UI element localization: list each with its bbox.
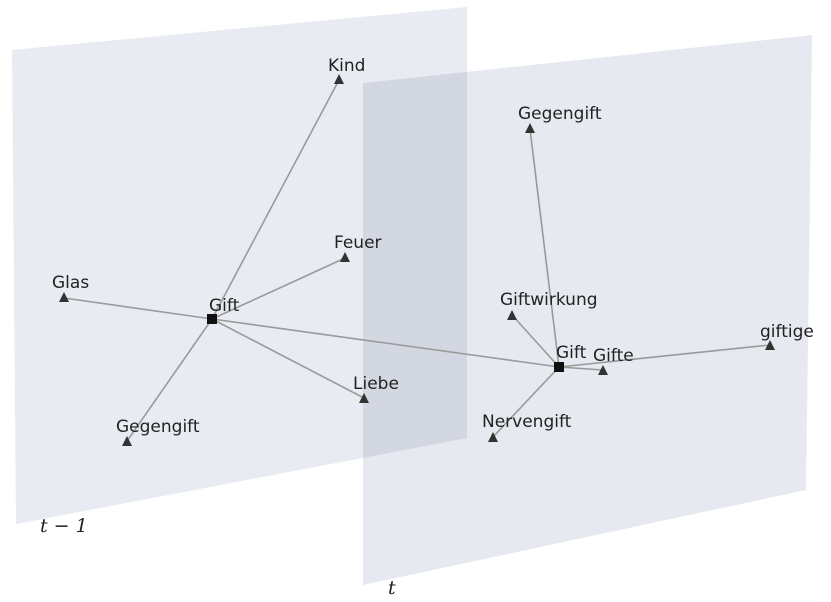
nodes — [59, 74, 775, 446]
label-liebe: Liebe — [353, 374, 399, 394]
edge-gift-giftwirkung — [511, 314, 560, 368]
node-giftwirkung-marker — [507, 310, 517, 320]
edge-gift-gegengift-right — [529, 128, 560, 368]
plane-overlap — [363, 72, 467, 458]
label-nervengift: Nervengift — [482, 412, 572, 432]
edge-gift-glas — [63, 297, 213, 320]
label-glas: Glas — [52, 273, 89, 293]
plane-t — [363, 35, 812, 585]
edge-gift-feuer — [211, 257, 346, 320]
edge-gift-liebe — [211, 318, 365, 399]
node-kind-marker — [334, 74, 344, 84]
edge-gift-kind — [211, 79, 340, 320]
edge-gift-nervengift — [492, 366, 560, 438]
edge-gift-gegengift-left — [126, 318, 213, 442]
node-liebe-marker — [359, 393, 369, 403]
node-gegengift-right-marker — [525, 123, 535, 133]
label-gift-left: Gift — [209, 296, 240, 316]
node-gift-left-marker — [207, 314, 217, 324]
edge-gift-left-gift-right — [211, 318, 560, 368]
edge-gift-giftige — [558, 344, 771, 368]
node-gift-right-marker — [554, 362, 564, 372]
node-labels: Kind Feuer Glas Gift Liebe Gegengift Geg… — [52, 56, 814, 437]
node-nervengift-marker — [488, 432, 498, 442]
edge-gift-gifte — [558, 366, 604, 371]
label-gegengift-left: Gegengift — [116, 417, 200, 437]
edges — [63, 79, 771, 442]
label-giftwirkung: Giftwirkung — [500, 290, 598, 310]
node-gifte-marker — [598, 365, 608, 375]
node-feuer-marker — [340, 252, 350, 262]
label-gegengift-right: Gegengift — [518, 104, 602, 124]
plane-label-t-minus-1: t − 1 — [40, 515, 88, 537]
label-kind: Kind — [328, 56, 365, 76]
node-giftige-marker — [765, 340, 775, 350]
plane-t-minus-1 — [12, 7, 467, 524]
label-gift-right: Gift — [556, 343, 587, 363]
label-feuer: Feuer — [334, 233, 382, 253]
label-gifte: Gifte — [593, 346, 634, 366]
node-glas-marker — [59, 292, 69, 302]
plane-label-t: t — [388, 577, 396, 599]
label-giftige: giftige — [760, 322, 814, 342]
node-gegengift-left-marker — [122, 436, 132, 446]
